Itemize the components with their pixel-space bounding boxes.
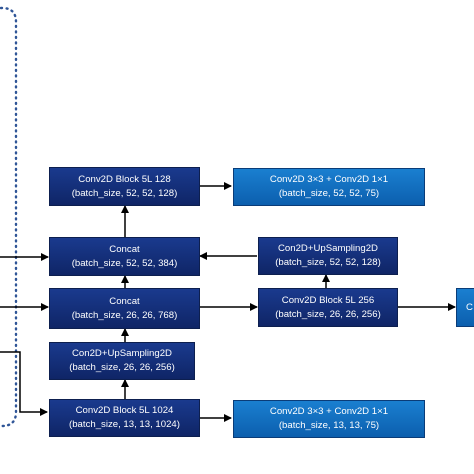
conv-block-128-title: Conv2D Block 5L 128 <box>78 173 171 185</box>
concat-26: Concat (batch_size, 26, 26, 768) <box>49 288 200 329</box>
output-head-13: Conv2D 3×3 + Conv2D 1×1 (batch_size, 13,… <box>233 400 425 438</box>
conv-block-1024-title: Conv2D Block 5L 1024 <box>75 405 174 416</box>
output-head-26-partial: C <box>456 288 474 327</box>
conv-block-256-title: Conv2D Block 5L 256 <box>281 294 375 306</box>
input-arrow-13 <box>0 351 48 416</box>
conv-block-256: Conv2D Block 5L 256 (batch_size, 26, 26,… <box>258 288 398 327</box>
output-head-26-title: C <box>466 301 473 313</box>
conv-block-128: Conv2D Block 5L 128 (batch_size, 52, 52,… <box>49 167 200 206</box>
upsample-52-shape: (batch_size, 52, 52, 128) <box>275 257 381 268</box>
concat-52-shape: (batch_size, 52, 52, 384) <box>71 257 178 269</box>
conv-block-1024: Conv2D Block 5L 1024 (batch_size, 13, 13… <box>49 399 200 437</box>
upsample-26-shape: (batch_size, 26, 26, 256) <box>69 362 175 373</box>
concat-52: Concat (batch_size, 52, 52, 384) <box>49 237 200 276</box>
conv-block-256-shape: (batch_size, 26, 26, 256) <box>275 308 381 320</box>
output-head-52-title: Conv2D 3×3 + Conv2D 1×1 <box>269 174 389 185</box>
output-head-52: Conv2D 3×3 + Conv2D 1×1 (batch_size, 52,… <box>233 168 425 206</box>
output-head-13-title: Conv2D 3×3 + Conv2D 1×1 <box>269 406 389 417</box>
upsample-52: Con2D+UpSampling2D (batch_size, 52, 52, … <box>258 237 398 275</box>
backbone-dotted-border <box>0 6 18 428</box>
concat-52-title: Concat <box>109 243 140 255</box>
output-head-13-shape: (batch_size, 13, 13, 75) <box>278 420 380 431</box>
upsample-52-title: Con2D+UpSampling2D <box>278 243 378 254</box>
conv-block-1024-shape: (batch_size, 13, 13, 1024) <box>69 419 180 430</box>
concat-26-shape: (batch_size, 26, 26, 768) <box>71 309 178 321</box>
conv-block-128-shape: (batch_size, 52, 52, 128) <box>71 187 178 199</box>
upsample-26-title: Con2D+UpSampling2D <box>72 348 172 359</box>
output-head-52-shape: (batch_size, 52, 52, 75) <box>278 188 380 199</box>
upsample-26: Con2D+UpSampling2D (batch_size, 26, 26, … <box>49 342 195 380</box>
concat-26-title: Concat <box>109 295 140 307</box>
